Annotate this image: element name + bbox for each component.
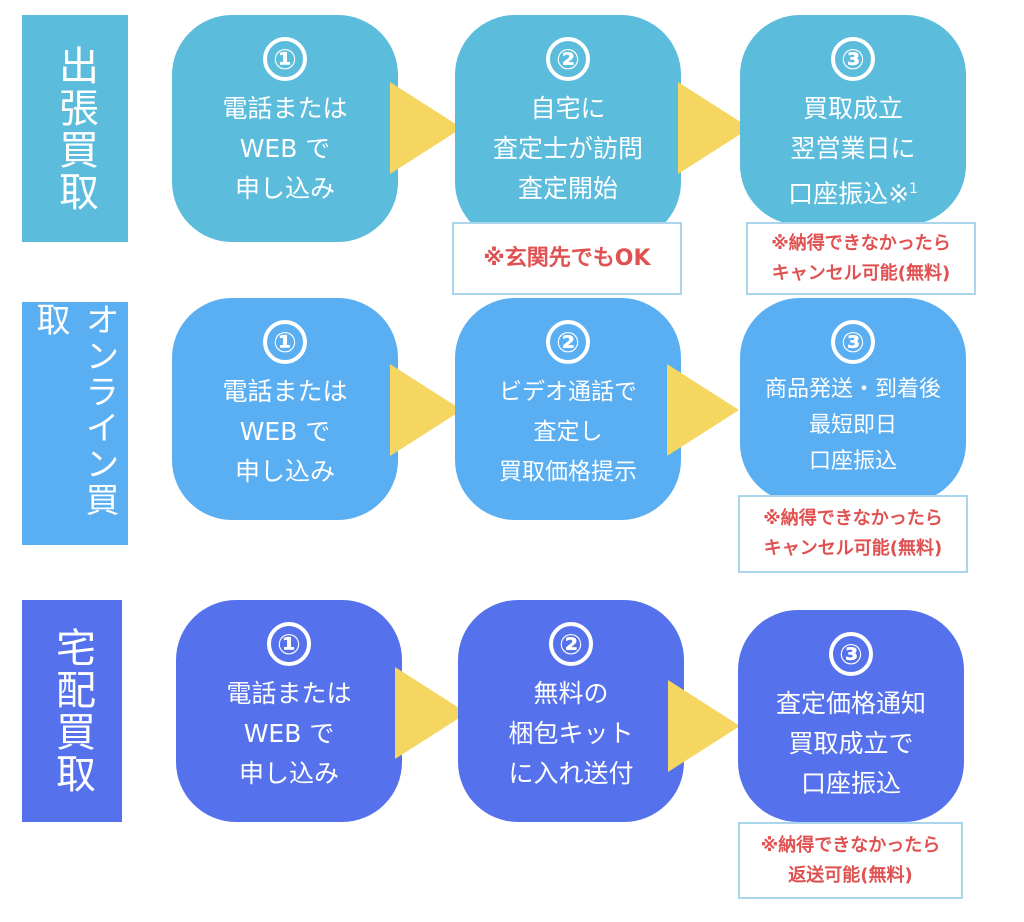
step-box: ③ 商品発送・到着後 最短即日 口座振込: [740, 298, 966, 503]
note-box: ※納得できなかったら 返送可能(無料): [738, 822, 963, 899]
note-box: ※玄関先でもOK: [452, 222, 682, 295]
arrow-icon: [395, 667, 467, 759]
step-box: ② 自宅に 査定士が訪問 査定開始: [455, 15, 681, 242]
step-box: ③ 買取成立 翌営業日に 口座振込※1: [740, 15, 966, 225]
step-box: ③ 査定価格通知 買取成立で 口座振込: [738, 610, 964, 822]
step-text: 申し込み: [234, 457, 335, 486]
step-text: 電話または: [222, 94, 348, 123]
step-number: ③: [831, 320, 875, 364]
step-text: 最短即日: [808, 413, 897, 438]
note-text: キャンセル可能(無料): [771, 262, 951, 284]
label-online: オンライン買取: [22, 302, 128, 545]
step-text: 申し込み: [234, 174, 335, 203]
note-text: ※玄関先でもOK: [483, 245, 651, 271]
step-box: ① 電話または WEB で 申し込み: [176, 600, 402, 822]
step-box: ① 電話または WEB で 申し込み: [172, 15, 398, 242]
step-number: ①: [267, 622, 311, 666]
step-text: 電話または: [222, 377, 348, 406]
step-text: 梱包キット: [508, 719, 634, 748]
note-text: ※納得できなかったら: [760, 834, 941, 856]
step-text: 買取成立で: [788, 729, 914, 758]
step-number: ②: [549, 622, 593, 666]
step-text: 査定価格通知: [775, 689, 926, 718]
step-text: WEB で: [239, 134, 331, 163]
step-text: 翌営業日に: [790, 134, 916, 163]
step-number: ②: [546, 320, 590, 364]
arrow-icon: [390, 364, 462, 456]
step-text: 無料の: [533, 679, 609, 708]
note-text: キャンセル可能(無料): [763, 538, 943, 559]
step-text: 買取価格提示: [499, 459, 637, 485]
note-box: ※納得できなかったら キャンセル可能(無料): [746, 222, 976, 295]
step-box: ② ビデオ通話で 査定し 買取価格提示: [455, 298, 681, 520]
step-text: 口座振込: [800, 769, 901, 798]
arrow-icon: [390, 82, 462, 174]
step-number: ③: [829, 632, 873, 676]
step-box: ② 無料の 梱包キット に入れ送付: [458, 600, 684, 822]
step-text: 電話または: [226, 679, 352, 708]
step-number: ③: [831, 37, 875, 81]
step-text: 商品発送・到着後: [764, 377, 941, 402]
footnote-mark: 1: [909, 181, 918, 197]
note-text: ※納得できなかったら: [771, 232, 951, 254]
step-text: 査定士が訪問: [492, 134, 643, 163]
step-text: WEB で: [243, 719, 335, 748]
arrow-icon: [678, 82, 750, 174]
arrow-icon: [668, 680, 740, 772]
step-text: 申し込み: [238, 759, 339, 788]
label-shutcho: 出張買取: [22, 15, 128, 242]
arrow-icon: [667, 364, 739, 456]
step-number: ①: [263, 320, 307, 364]
step-text: 買取成立: [802, 94, 903, 123]
step-text: 口座振込: [808, 449, 897, 474]
step-text: 査定し: [533, 419, 603, 445]
note-box: ※納得できなかったら キャンセル可能(無料): [738, 495, 968, 573]
step-text: WEB で: [239, 417, 331, 446]
step-text: 自宅に: [530, 94, 606, 123]
note-text: ※納得できなかったら: [763, 508, 943, 529]
step-box: ① 電話または WEB で 申し込み: [172, 298, 398, 520]
step-text: に入れ送付: [508, 759, 634, 788]
step-text: 口座振込※: [788, 179, 910, 209]
note-text: 返送可能(無料): [788, 864, 913, 886]
label-takuhai: 宅配買取: [22, 600, 122, 822]
step-number: ②: [546, 37, 590, 81]
step-number: ①: [263, 37, 307, 81]
step-text: ビデオ通話で: [499, 379, 637, 405]
step-text: 査定開始: [517, 174, 618, 203]
